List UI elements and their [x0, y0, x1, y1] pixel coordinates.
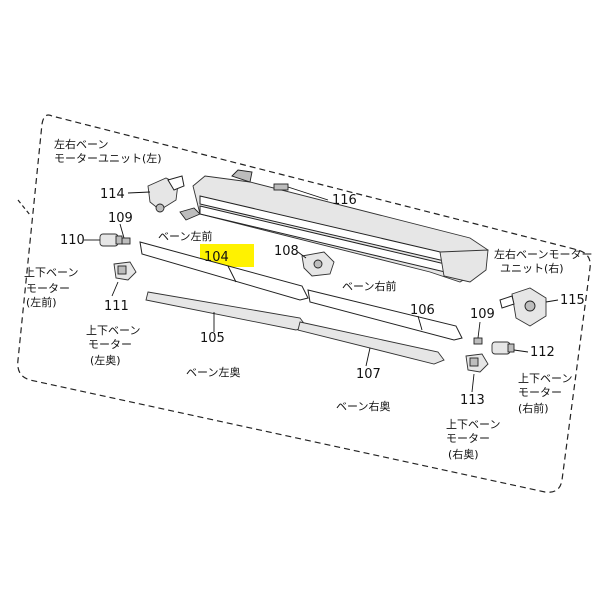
part-label-114-line1: 左右ベーン — [54, 137, 108, 151]
motor-111 — [113, 261, 137, 281]
part-number-106: 106 — [410, 303, 435, 318]
leader-115 — [545, 299, 559, 303]
motor-unit-right-115 — [499, 287, 547, 327]
part-label-110-line3: (左前) — [26, 295, 57, 309]
part-label-115-line2: ユニット(右) — [500, 261, 564, 275]
part-number-115: 115 — [560, 293, 585, 308]
part-number-104: 104 — [204, 250, 229, 265]
motor-112 — [491, 341, 515, 355]
screw-116 — [273, 183, 329, 201]
part-number-110: 110 — [60, 233, 85, 248]
leader-112 — [513, 349, 529, 353]
part-label-112-line1: 上下ベーン — [518, 372, 572, 385]
leader-113 — [471, 373, 475, 393]
part-label-113-line3: (右奥) — [448, 447, 479, 461]
part-label-112-line2: モーター — [518, 386, 562, 399]
part-label-104: ベーン左前 — [158, 229, 212, 243]
part-label-110-line1: 上下ベーン — [24, 266, 78, 279]
part-number-109b: 109 — [470, 307, 495, 322]
part-number-107: 107 — [356, 367, 381, 382]
vane-right-rear-107 — [297, 321, 445, 365]
part-label-115-line1: 左右ベーンモーター — [494, 247, 592, 261]
leader-107 — [365, 347, 371, 367]
part-number-113: 113 — [460, 393, 485, 408]
part-label-106: ベーン右前 — [342, 279, 396, 293]
vane-right-front-106 — [307, 289, 463, 341]
part-number-105: 105 — [200, 331, 225, 346]
leader-111 — [111, 281, 119, 297]
part-label-107: ベーン右奥 — [336, 399, 390, 413]
part-label-111-line1: 上下ベーン — [86, 324, 140, 337]
motor-113 — [465, 353, 489, 373]
part-number-109a: 109 — [108, 211, 133, 226]
part-number-114: 114 — [100, 187, 125, 202]
vane-left-rear-105 — [145, 291, 307, 331]
part-label-111-line3: (左奥) — [90, 353, 121, 367]
motor-unit-left-114 — [147, 175, 185, 213]
part-number-116: 116 — [332, 193, 357, 208]
dashed-tick — [17, 199, 31, 216]
leader-114 — [127, 191, 151, 194]
vane-left-front-104 — [139, 241, 309, 301]
bracket-108 — [301, 251, 335, 277]
part-label-105: ベーン左奥 — [186, 365, 240, 379]
motor-110 — [99, 233, 123, 247]
part-109-right — [473, 321, 483, 345]
part-number-108: 108 — [274, 244, 299, 259]
dashed-boundary — [17, 114, 591, 493]
part-label-113-line1: 上下ベーン — [446, 418, 500, 431]
part-number-111: 111 — [104, 299, 129, 314]
main-unit-body — [179, 169, 489, 283]
leader-104 — [227, 265, 237, 283]
part-label-112-line3: (右前) — [518, 401, 549, 415]
leader-108 — [297, 251, 307, 259]
leader-106 — [417, 315, 423, 331]
part-label-111-line2: モーター — [88, 338, 132, 351]
part-label-114-line2: モーターユニット(左) — [54, 152, 162, 165]
highlight-box — [200, 244, 254, 267]
part-number-112: 112 — [530, 345, 555, 360]
part-label-113-line2: モーター — [446, 432, 490, 445]
part-label-110-line2: モーター — [26, 282, 70, 295]
